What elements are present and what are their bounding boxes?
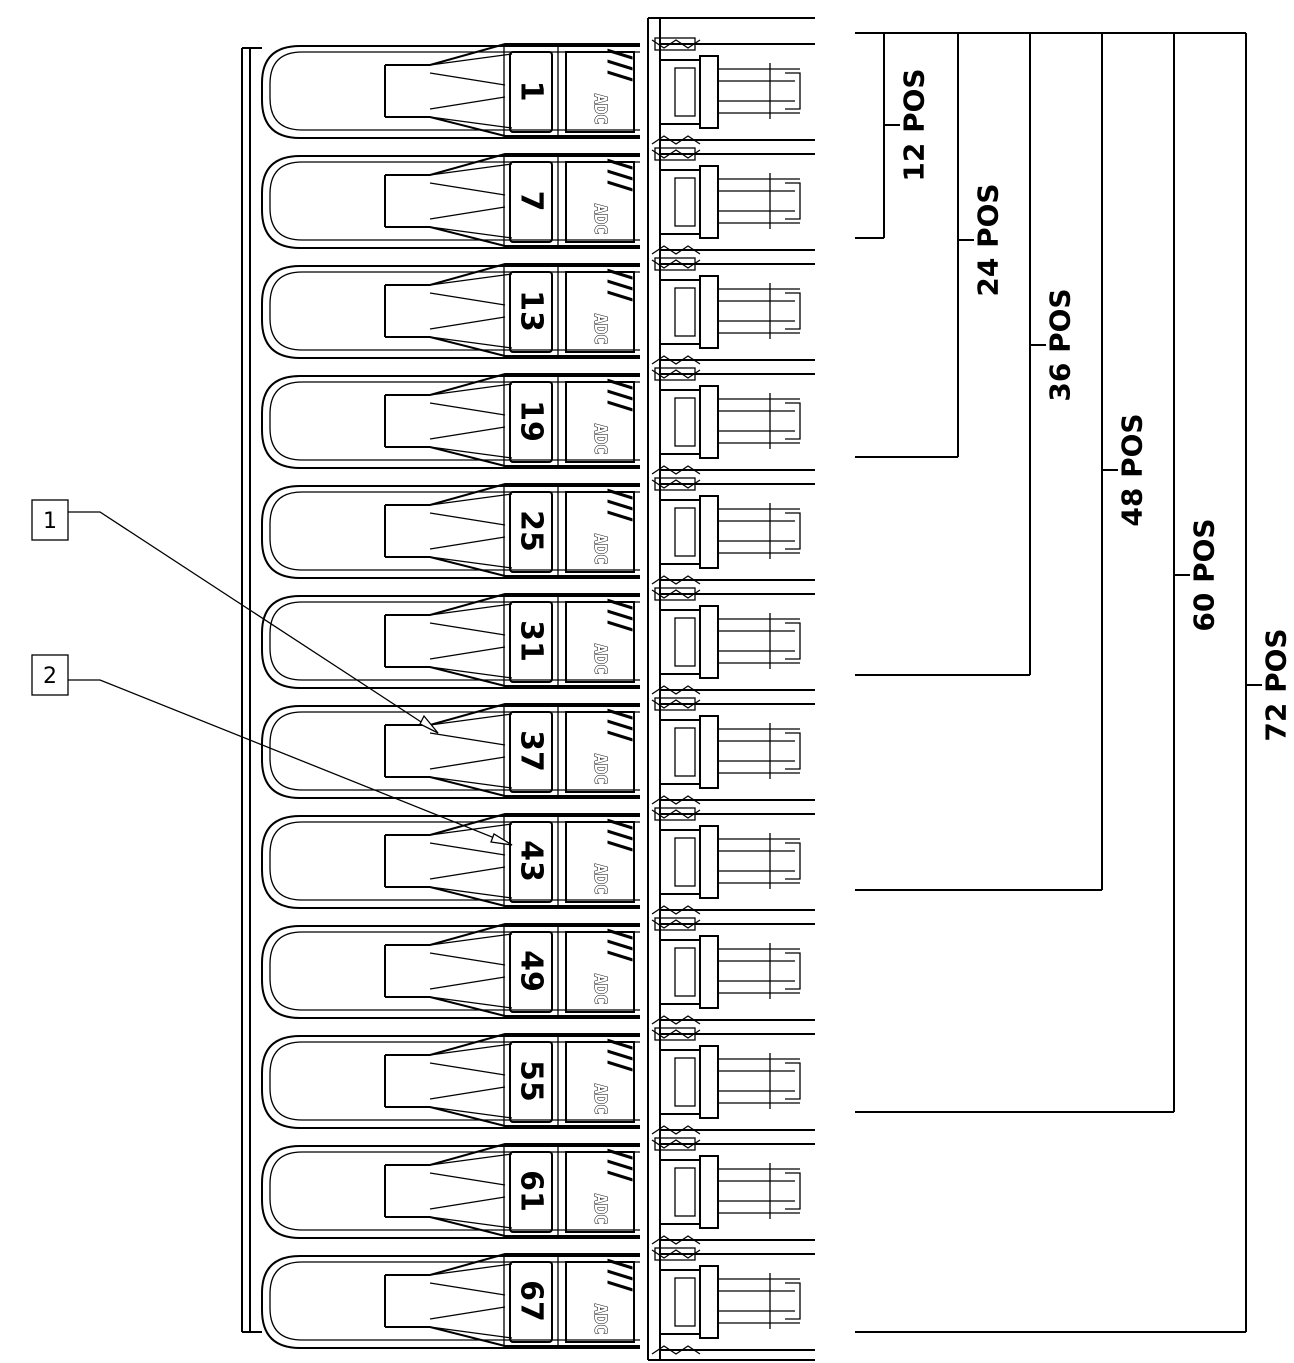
adc-brand-label: ADC [590,424,610,455]
adc-slash-logo: /// [603,269,638,302]
port-number-label: 43 [514,840,549,882]
adc-slash-logo: /// [603,1149,638,1182]
position-bracket: 60 POS [855,33,1221,1113]
port-number-label: 13 [514,290,549,332]
callout-1: 1 [31,499,439,734]
position-bracket: 24 POS [855,33,1005,458]
adc-slash-logo: /// [603,599,638,632]
adc-brand-label: ADC [590,204,610,235]
port-number-label: 7 [514,191,549,212]
adc-slash-logo: /// [603,1259,638,1292]
position-count-label: 60 POS [1188,518,1221,631]
adc-brand-label: ADC [590,534,610,565]
adc-slash-logo: /// [603,709,638,742]
adc-brand-label: ADC [590,1084,610,1115]
adc-slash-logo: /// [603,819,638,852]
adc-slash-logo: /// [603,1039,638,1072]
port-number-label: 37 [514,730,549,772]
position-bracket: 48 POS [855,33,1149,891]
callout-2-label: 2 [43,664,57,689]
adc-slash-logo: /// [603,929,638,962]
adc-brand-label: ADC [590,754,610,785]
port-number-label: 19 [514,400,549,442]
position-count-label: 48 POS [1116,413,1149,526]
adc-brand-label: ADC [590,864,610,895]
position-bracket: 72 POS [855,33,1293,1333]
adc-slash-logo: /// [603,379,638,412]
port-number-label: 31 [514,620,549,662]
callout-1-label: 1 [43,509,57,534]
adc-slash-logo: /// [603,159,638,192]
port-number-label: 55 [514,1060,549,1102]
adc-slash-logo: /// [603,49,638,82]
adc-brand-label: ADC [590,1304,610,1335]
port-number-label: 1 [514,81,549,102]
adc-brand-label: ADC [590,1194,610,1225]
adc-brand-label: ADC [590,974,610,1005]
callout-2: 2 [31,654,513,846]
port-number-label: 49 [514,950,549,992]
adc-brand-label: ADC [590,314,610,345]
position-count-label: 72 POS [1260,628,1293,741]
port-number-label: 61 [514,1170,549,1212]
adc-brand-label: ADC [590,94,610,125]
position-brackets: 12 POS 24 POS 36 POS 48 POS 60 POS 72 POS [855,32,1293,1333]
position-count-label: 12 POS [898,68,931,181]
port-number-label: 25 [514,510,549,552]
port-number-label: 67 [514,1280,549,1322]
position-bracket: 12 POS [855,33,931,239]
position-bracket: 36 POS [855,33,1077,676]
adc-brand-label: ADC [590,644,610,675]
adc-slash-logo: /// [603,489,638,522]
position-count-label: 36 POS [1044,288,1077,401]
position-count-label: 24 POS [972,183,1005,296]
